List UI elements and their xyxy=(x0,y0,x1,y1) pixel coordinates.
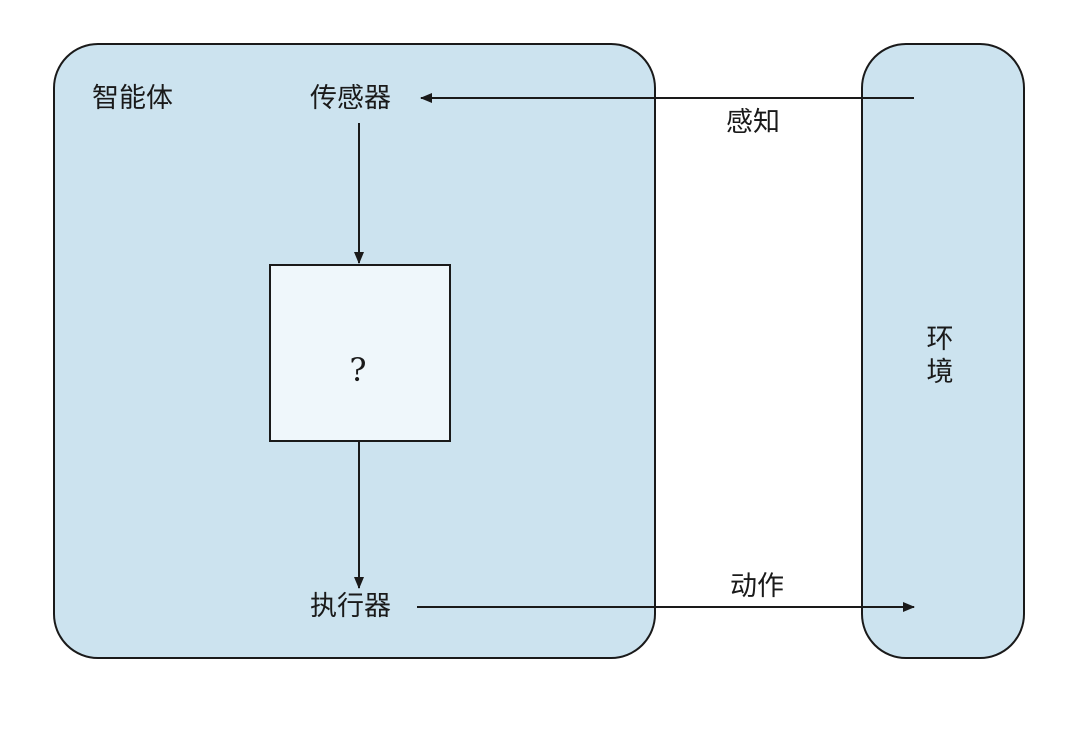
environment-panel xyxy=(861,43,1025,659)
actuator-label: 执行器 xyxy=(310,591,391,622)
agent-program-label: ? xyxy=(349,351,366,389)
action-label: 动作 xyxy=(730,571,784,602)
environment-title-char-1: 环 xyxy=(927,324,954,355)
perception-label: 感知 xyxy=(726,107,780,138)
agent-title: 智能体 xyxy=(92,83,173,114)
agent-program-box xyxy=(269,264,451,442)
sensor-label: 传感器 xyxy=(310,83,391,114)
environment-title-char-2: 境 xyxy=(927,357,954,388)
